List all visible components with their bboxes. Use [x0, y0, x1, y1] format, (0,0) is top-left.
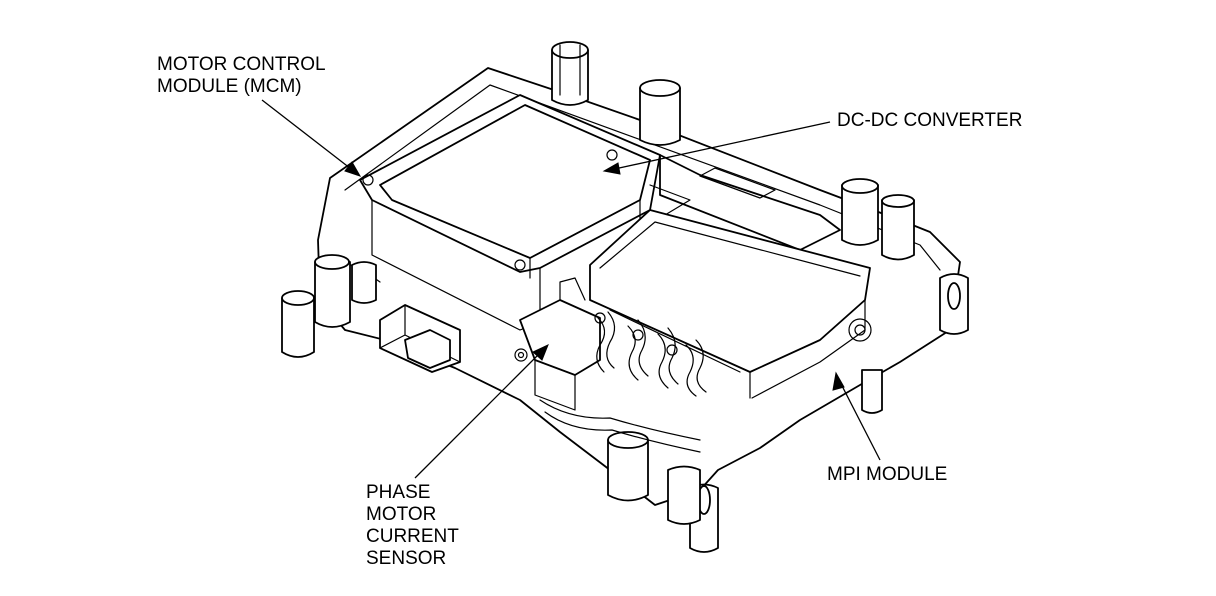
- label-pmcs-line1: PHASE: [366, 482, 431, 503]
- mcm-box: [359, 94, 661, 331]
- front-connector: [379, 304, 461, 373]
- mounting-post-right: [861, 273, 969, 414]
- label-pmcs-line2: MOTOR: [366, 504, 437, 525]
- label-mcm-line2: MODULE (MCM): [157, 76, 302, 97]
- label-dc-dc-converter: DC-DC CONVERTER: [837, 110, 1022, 132]
- bus-bar-terminals: [594, 311, 707, 397]
- dcdc-box: [649, 154, 841, 251]
- label-phase-motor-current-sensor: PHASE MOTOR CURRENT SENSOR: [366, 482, 459, 570]
- label-dcdc-line1: DC-DC CONVERTER: [837, 110, 1023, 131]
- mounting-post-rear-right: [841, 178, 915, 261]
- label-mpi-line1: MPI MODULE: [827, 464, 948, 485]
- leader-dcdc: [602, 121, 831, 175]
- mounting-post-rear-mid: [639, 79, 681, 146]
- label-pmcs-line3: CURRENT: [366, 526, 459, 547]
- leader-mcm: [261, 99, 362, 177]
- label-mcm-line1: MOTOR CONTROL: [157, 54, 326, 75]
- mounting-post-front-left: [281, 254, 377, 358]
- label-pmcs-line4: SENSOR: [366, 548, 447, 569]
- mounting-post-front-bottom: [607, 431, 719, 553]
- leader-pmcs: [414, 344, 549, 479]
- label-motor-control-module: MOTOR CONTROL MODULE (MCM): [157, 54, 326, 98]
- label-mpi-module: MPI MODULE: [827, 464, 947, 486]
- lower-cable: [539, 399, 701, 453]
- leader-mpi: [832, 371, 881, 461]
- mounting-post-rear-left: [551, 41, 589, 106]
